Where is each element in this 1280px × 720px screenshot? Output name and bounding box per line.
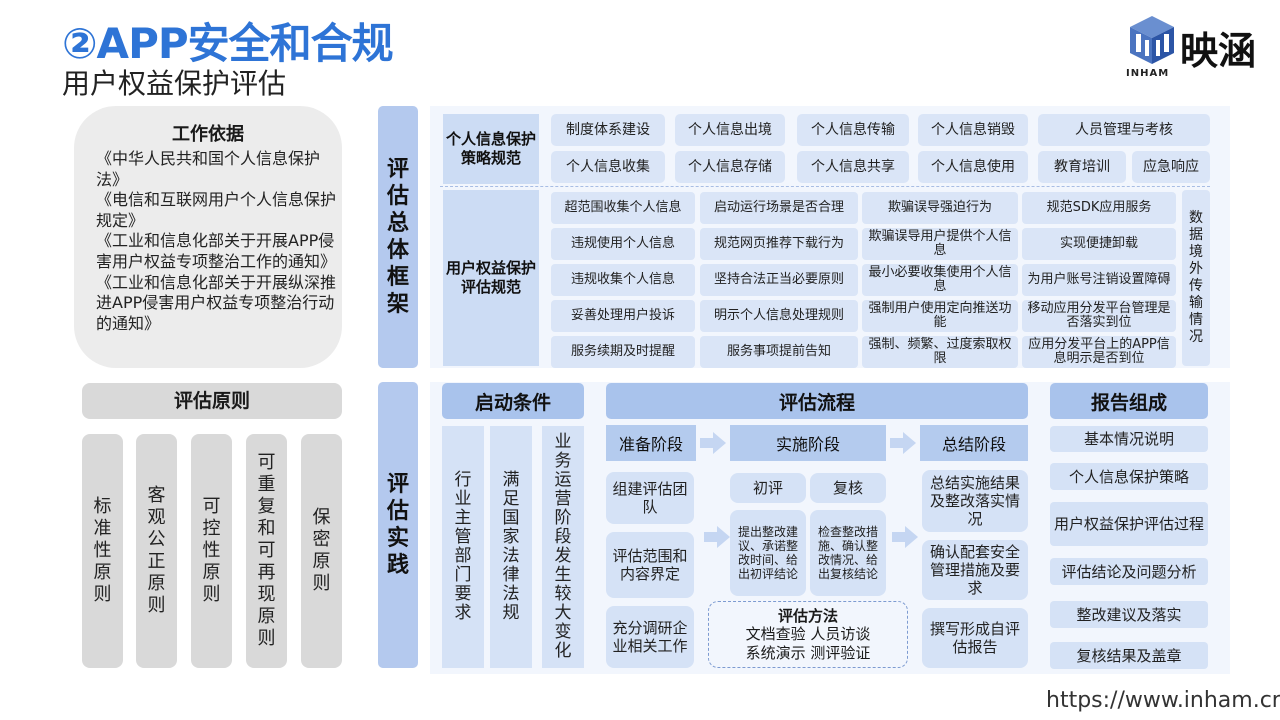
logo-text: 映涵 bbox=[1180, 29, 1257, 73]
rights-item: 坚持合法正当必要原则 bbox=[700, 264, 858, 296]
policy-item: 应急响应 bbox=[1132, 151, 1210, 183]
principle-repeatable: 可重复和可再现原则 bbox=[246, 434, 287, 668]
report-item: 整改建议及落实 bbox=[1050, 601, 1208, 628]
principles-title: 评估原则 bbox=[82, 383, 342, 419]
summary-step: 总结实施结果及整改落实情况 bbox=[922, 470, 1028, 532]
policy-item: 个人信息销毁 bbox=[918, 114, 1028, 146]
work-basis-title: 工作依据 bbox=[172, 124, 244, 145]
rights-item: 强制、频繁、过度索取权限 bbox=[862, 336, 1018, 368]
rights-item: 实现便捷卸载 bbox=[1022, 228, 1176, 260]
report-item: 个人信息保护策略 bbox=[1050, 463, 1208, 490]
rights-item: 最小必要收集使用个人信息 bbox=[862, 264, 1018, 296]
framework-label: 评估总体框架 bbox=[378, 106, 418, 368]
basis-item: 《中华人民共和国个人信息保护法》 bbox=[96, 149, 321, 189]
summary-step: 撰写形成自评估报告 bbox=[922, 608, 1028, 668]
start-condition: 业务运营阶段发生较大变化 bbox=[542, 426, 584, 668]
start-condition: 满足国家法律法规 bbox=[490, 426, 532, 668]
policy-item: 人员管理与考核 bbox=[1038, 114, 1210, 146]
initial-review: 初评 bbox=[730, 473, 806, 503]
arrow-right-icon bbox=[704, 526, 730, 548]
rights-item: 移动应用分发平台管理是否落实到位 bbox=[1022, 300, 1176, 332]
summary-step: 确认配套安全管理措施及要求 bbox=[922, 540, 1028, 600]
rights-category: 用户权益保护评估规范 bbox=[443, 190, 539, 366]
rights-item: 规范SDK应用服务 bbox=[1022, 192, 1176, 224]
principle-standard: 标准性原则 bbox=[82, 434, 123, 668]
policy-category: 个人信息保护策略规范 bbox=[443, 114, 539, 184]
basis-item: 《工业和信息化部关于开展APP侵害用户权益专项整治工作的通知》 bbox=[96, 231, 337, 271]
principle-confidential: 保密原则 bbox=[301, 434, 342, 668]
rights-item: 欺骗误导强迫行为 bbox=[862, 192, 1018, 224]
rights-item: 违规使用个人信息 bbox=[551, 228, 695, 260]
logo-subtext: INHAM bbox=[1126, 68, 1170, 79]
stage-prepare: 准备阶段 bbox=[606, 425, 696, 461]
basis-item: 《电信和互联网用户个人信息保护规定》 bbox=[96, 190, 337, 230]
report-item: 评估结论及问题分析 bbox=[1050, 558, 1208, 585]
website-url: https://www.inham.cn bbox=[1046, 688, 1280, 713]
rights-item: 应用分发平台上的APP信息明示是否到位 bbox=[1022, 336, 1176, 368]
arrow-right-icon bbox=[890, 432, 916, 454]
rights-item: 妥善处理用户投诉 bbox=[551, 300, 695, 332]
prep-step: 评估范围和内容界定 bbox=[606, 532, 694, 598]
cross-border-transfer: 数据境外传输情况 bbox=[1182, 190, 1210, 366]
rights-item: 服务续期及时提醒 bbox=[551, 336, 695, 368]
start-conditions-header: 启动条件 bbox=[442, 383, 584, 419]
methods-line: 文档查验 人员访谈 bbox=[745, 625, 871, 643]
page-title: ②APP安全和合规 bbox=[62, 19, 394, 68]
re-review-detail: 检查整改措施、确认整改情况、给出复核结论 bbox=[810, 510, 886, 596]
policy-item: 个人信息共享 bbox=[797, 151, 909, 183]
start-condition: 行业主管部门要求 bbox=[442, 426, 484, 668]
report-item: 复核结果及盖章 bbox=[1050, 642, 1208, 669]
rights-item: 规范网页推荐下载行为 bbox=[700, 228, 858, 260]
methods-line: 系统演示 测评验证 bbox=[745, 644, 871, 662]
rights-item: 违规收集个人信息 bbox=[551, 264, 695, 296]
stage-summary: 总结阶段 bbox=[920, 425, 1028, 461]
initial-review-detail: 提出整改建议、承诺整改时间、给出初评结论 bbox=[730, 510, 806, 596]
policy-item: 教育培训 bbox=[1038, 151, 1126, 183]
company-logo: 映涵 INHAM bbox=[1126, 14, 1276, 80]
assessment-methods: 评估方法 文档查验 人员访谈 系统演示 测评验证 bbox=[708, 601, 908, 668]
rights-item: 超范围收集个人信息 bbox=[551, 192, 695, 224]
section-divider bbox=[440, 186, 1210, 187]
work-basis-panel: 工作依据 《中华人民共和国个人信息保护法》 《电信和互联网用户个人信息保护规定》… bbox=[74, 106, 342, 368]
policy-item: 个人信息出境 bbox=[675, 114, 785, 146]
practice-label: 评估实践 bbox=[378, 382, 418, 668]
rights-item: 服务事项提前告知 bbox=[700, 336, 858, 368]
stage-implement: 实施阶段 bbox=[730, 425, 886, 461]
basis-item: 《工业和信息化部关于开展纵深推进APP侵害用户权益专项整治行动的通知》 bbox=[96, 272, 337, 333]
report-header: 报告组成 bbox=[1050, 383, 1208, 419]
methods-title: 评估方法 bbox=[777, 607, 838, 625]
rights-item: 启动运行场景是否合理 bbox=[700, 192, 858, 224]
re-review: 复核 bbox=[810, 473, 886, 503]
policy-item: 个人信息存储 bbox=[675, 151, 785, 183]
process-header: 评估流程 bbox=[606, 383, 1028, 419]
report-item: 用户权益保护评估过程 bbox=[1050, 502, 1208, 546]
rights-item: 欺骗误导用户提供个人信息 bbox=[862, 228, 1018, 260]
rights-item: 强制用户使用定向推送功能 bbox=[862, 300, 1018, 332]
rights-item: 为用户账号注销设置障碍 bbox=[1022, 264, 1176, 296]
arrow-right-icon bbox=[892, 526, 918, 548]
page-subtitle: 用户权益保护评估 bbox=[62, 67, 287, 100]
logo-cube-icon bbox=[1130, 16, 1174, 64]
policy-item: 个人信息使用 bbox=[918, 151, 1028, 183]
arrow-right-icon bbox=[700, 432, 726, 454]
policy-item: 个人信息收集 bbox=[551, 151, 665, 183]
prep-step: 组建评估团队 bbox=[606, 472, 694, 524]
rights-item: 明示个人信息处理规则 bbox=[700, 300, 858, 332]
report-item: 基本情况说明 bbox=[1050, 426, 1208, 452]
principle-objective: 客观公正原则 bbox=[136, 434, 177, 668]
prep-step: 充分调研企业相关工作 bbox=[606, 606, 694, 668]
principle-controllable: 可控性原则 bbox=[191, 434, 232, 668]
policy-item: 制度体系建设 bbox=[551, 114, 665, 146]
policy-item: 个人信息传输 bbox=[797, 114, 909, 146]
